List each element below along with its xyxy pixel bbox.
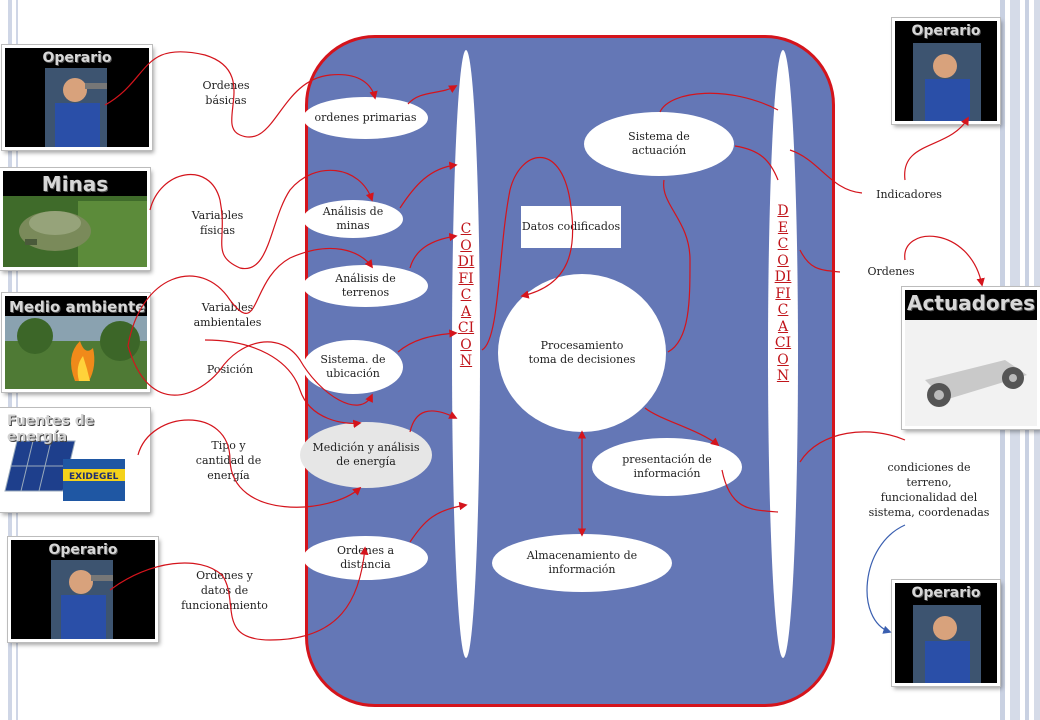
- label-condiciones: condiciones de terreno, funcionalidad de…: [868, 461, 990, 519]
- arrow-energia-medicion: [137, 419, 362, 508]
- node-ordenes-distancia: Ordenes a distancia: [303, 536, 428, 580]
- landmine-photo-icon: [3, 196, 147, 267]
- node-ordenes-primarias: ordenes primarias: [303, 97, 428, 139]
- card-title: Medio ambiente: [9, 298, 146, 316]
- svg-text:EXIDEGEL: EXIDEGEL: [69, 472, 119, 482]
- card-title: Operario: [911, 585, 981, 601]
- actuadores-card: Actuadores: [902, 287, 1040, 429]
- node-almacenamiento: Almacenamiento de información: [492, 534, 672, 592]
- arrow-ubicacion-cod: [397, 329, 458, 353]
- arrow-operario-distancia: [109, 546, 369, 641]
- worker-photo-icon: [913, 43, 981, 121]
- arrow-decod-indicadores: [789, 149, 863, 194]
- node-presentacion: presentación de información: [592, 438, 742, 496]
- card-title: Minas: [41, 172, 109, 196]
- arrow-decod-ordenes: [799, 249, 841, 273]
- label-ordenes-datos: Ordenes y datos de funcionamiento: [181, 569, 268, 612]
- arrow-minas-variables: [149, 169, 374, 270]
- bar-decodificacion-text: DECODIFICACION: [774, 203, 792, 384]
- arrow-primarias-cod: [407, 85, 458, 105]
- operario-card: Operario: [892, 18, 1000, 124]
- arrow-terrenos-cod: [409, 232, 458, 269]
- label-tipo-energia: Tipo y cantidad de energía: [195, 439, 262, 482]
- arrow-condiciones-operario: [866, 524, 906, 634]
- operario-card: Operario: [892, 580, 1000, 686]
- fuentes-energia-card: EXIDEGEL Fuentes de energía: [0, 408, 150, 512]
- node-procesamiento: Procesamiento toma de decisiones: [498, 274, 666, 432]
- node-medicion-energia: Medición y análisis de energía: [300, 422, 432, 488]
- solar-battery-photo-icon: EXIDEGEL: [3, 411, 147, 509]
- medio-ambiente-card: Medio ambiente: [2, 293, 150, 392]
- arrow-medicion-cod: [409, 410, 458, 433]
- minas-card: Minas: [0, 168, 150, 270]
- worker-photo-icon: [51, 560, 113, 639]
- card-title: Fuentes de energía: [7, 413, 95, 445]
- fire-photo-icon: [5, 316, 147, 389]
- worker-photo-icon: [913, 605, 981, 683]
- worker-photo-icon: [45, 68, 107, 147]
- arrow-actuacion-decod: [659, 92, 779, 113]
- arrow-minas-cod: [399, 161, 458, 209]
- label-variables-fisicas: Variables físicas: [191, 209, 244, 237]
- operario-card: Operario: [2, 45, 152, 150]
- node-analisis-terrenos: Análisis de terrenos: [303, 265, 428, 307]
- card-title: Operario: [48, 542, 118, 558]
- card-title: Actuadores: [906, 291, 1036, 315]
- chassis-photo-icon: [905, 320, 1037, 426]
- bar-codificacion-text: CODIFICACION: [457, 221, 475, 369]
- arrow-proc-presentacion: [644, 407, 720, 447]
- arrow-decod-condiciones: [799, 431, 906, 463]
- arrow-presentacion-decod: [721, 469, 779, 513]
- arrow-indicadores-operario: [904, 116, 969, 181]
- label-ordenes: Ordenes: [867, 265, 915, 278]
- card-title: Operario: [911, 23, 981, 39]
- arrow-ambiente-analisis: [127, 247, 373, 347]
- arrow-distancia-cod: [409, 501, 468, 543]
- arrow-variables-medicion: [204, 339, 362, 429]
- operario-card: Operario: [8, 537, 158, 642]
- card-title: Operario: [42, 50, 112, 66]
- node-sistema-actuacion: Sistema de actuación: [584, 112, 734, 176]
- label-ordenes-basicas: Ordenes básicas: [202, 79, 250, 107]
- node-datos-codificados: Datos codificados: [521, 206, 621, 248]
- label-indicadores: Indicadores: [876, 188, 942, 201]
- arrow-ambiente-posicion: [127, 341, 373, 406]
- arrow-operario-ordenes: [104, 51, 378, 138]
- arrow-cod-datos: [481, 156, 574, 351]
- arrow-ordenes-actuadores: [904, 235, 985, 287]
- arrow-decod-actuacion: [734, 145, 779, 181]
- node-analisis-minas: Análisis de minas: [303, 200, 403, 238]
- arrow-proc-decod: [663, 179, 691, 353]
- bar-codificacion: [452, 50, 480, 658]
